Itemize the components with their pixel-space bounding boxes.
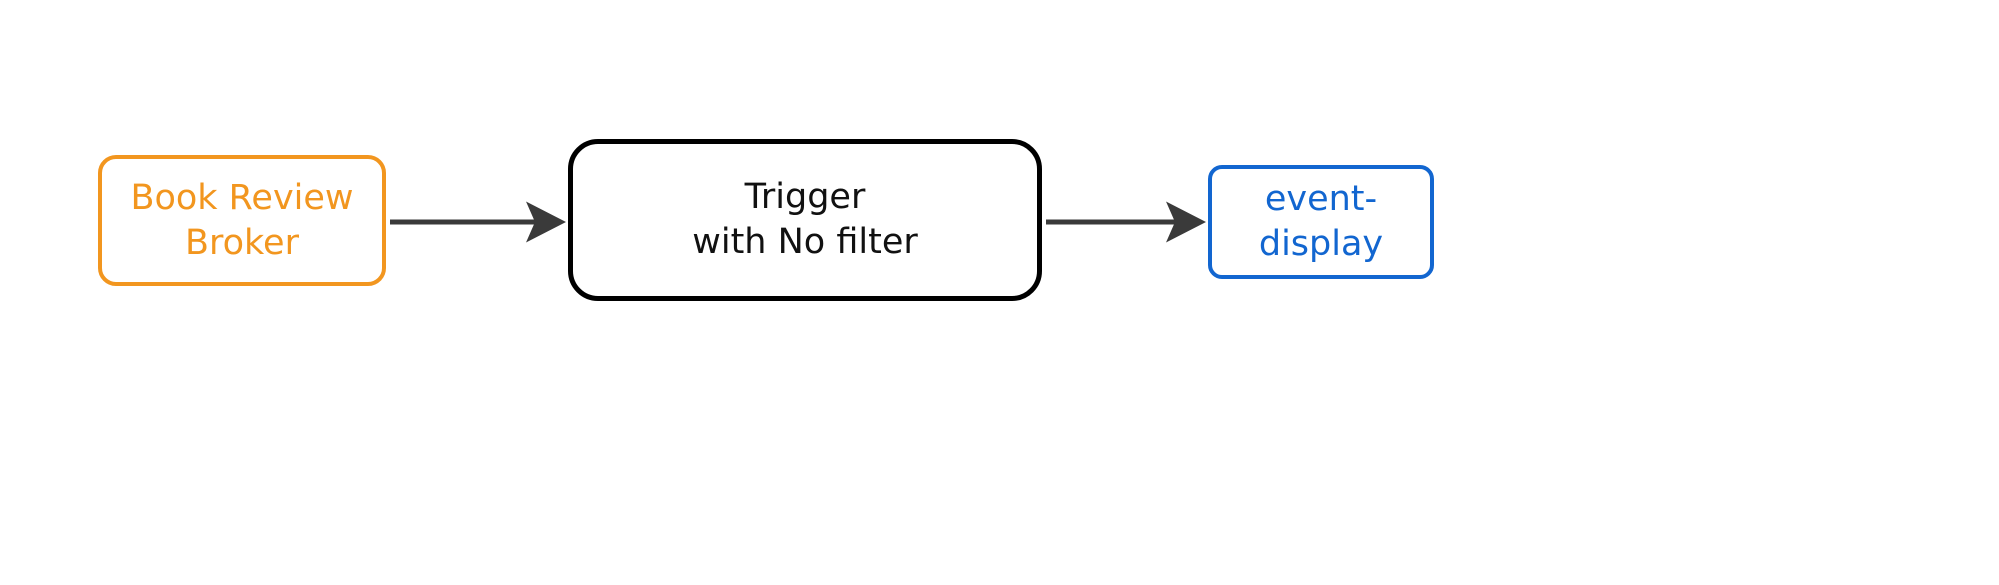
node-event-display-label: event-display xyxy=(1258,179,1384,264)
node-event-display[interactable]: event-display xyxy=(1208,165,1434,279)
node-trigger[interactable]: Trigger with No filter xyxy=(568,139,1042,301)
node-trigger-label: Trigger with No filter xyxy=(692,177,918,262)
node-book-review-broker[interactable]: Book Review Broker xyxy=(98,155,386,286)
node-book-review-broker-label: Book Review Broker xyxy=(130,177,354,263)
